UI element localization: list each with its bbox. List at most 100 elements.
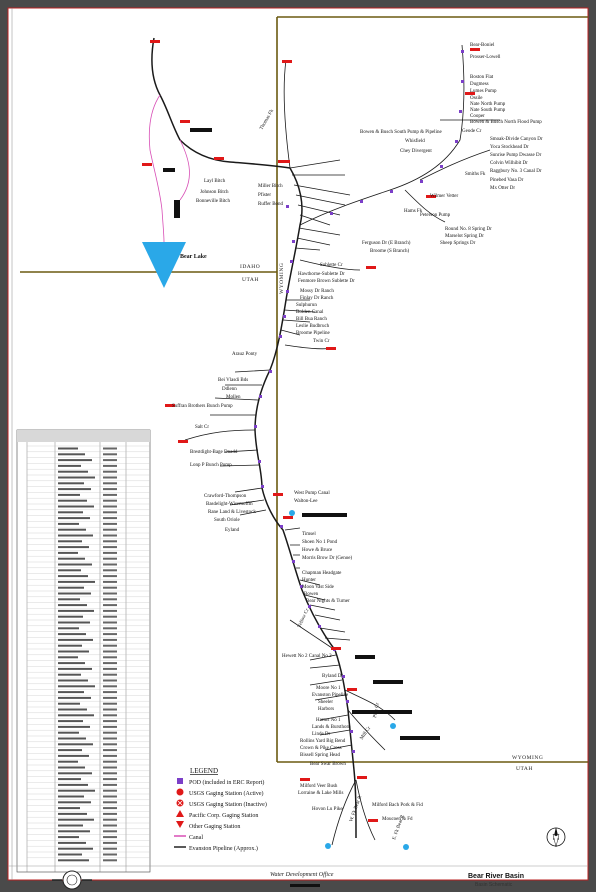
table-cell bbox=[103, 696, 117, 699]
table-cell bbox=[58, 725, 90, 728]
label-lands: Lands & Bursthorn bbox=[312, 725, 351, 730]
table-cell bbox=[103, 662, 117, 665]
table-cell bbox=[103, 737, 117, 740]
table-cell bbox=[58, 569, 81, 572]
label-rollins: Rollins Yard Big Bend bbox=[300, 739, 346, 744]
label-suffran: Suffran Brothers Bunch Pump bbox=[172, 404, 233, 409]
table-cell bbox=[58, 528, 86, 531]
table-cell bbox=[58, 859, 89, 862]
label-hunter: Hunter bbox=[302, 578, 316, 583]
legend-item-label: Canal bbox=[189, 835, 203, 841]
table-cell bbox=[103, 615, 117, 618]
table-cell bbox=[103, 691, 117, 694]
table-cell bbox=[103, 522, 117, 525]
label-morris-brow: Morris Brow Dr (Genoe) bbox=[302, 556, 352, 561]
table-cell bbox=[58, 563, 92, 566]
label-brestdight: Brestdight-Bage Dnadd bbox=[190, 450, 238, 455]
label-sulphurun: Sulphurun bbox=[296, 303, 317, 308]
table-cell bbox=[103, 702, 117, 705]
label-basdelight: Basdelight-Wisemoffin bbox=[206, 502, 253, 507]
table-cell bbox=[103, 609, 117, 612]
table-cell bbox=[58, 650, 89, 653]
stream-label-twin-cr: Twin Cr bbox=[313, 339, 330, 344]
label-hovon: Hovon Lu Pike bbox=[312, 807, 343, 812]
label-bear-swar: Bear Swar Brown bbox=[310, 762, 346, 767]
label-bear-nights: Bear Nights & Turner bbox=[306, 599, 350, 604]
table-cell bbox=[103, 534, 117, 537]
table-cell bbox=[103, 656, 117, 659]
label-cooper: Cooper bbox=[470, 114, 485, 119]
label-sheep-springs: Sheep Springs Dr bbox=[440, 241, 476, 246]
table-cell bbox=[103, 725, 117, 728]
label-south-oriole: South Oriole bbox=[214, 518, 240, 523]
label-crawford: Crawford-Thompson bbox=[204, 494, 247, 499]
table-cell bbox=[58, 696, 91, 699]
table-cell bbox=[103, 795, 117, 798]
table-cell bbox=[103, 772, 117, 775]
table-cell bbox=[103, 778, 117, 781]
label-finlay: Finlay Dr Ranch bbox=[300, 296, 334, 301]
pine-creek-stream bbox=[344, 689, 396, 721]
table-cell bbox=[58, 546, 89, 549]
table-cell bbox=[103, 540, 117, 543]
table-cell bbox=[58, 778, 81, 781]
label-leslie: Leslie Budbruch bbox=[296, 324, 330, 329]
legend: LEGEND POD (included in ERC Report)USGS … bbox=[174, 767, 267, 852]
table-cell bbox=[58, 633, 86, 636]
table-cell bbox=[58, 836, 79, 839]
label-hawthorne: Hawthorne-Sublette Dr bbox=[298, 272, 345, 277]
state-label-utah-south: UTAH bbox=[516, 766, 533, 772]
table-cell bbox=[58, 749, 82, 752]
table-cell bbox=[103, 644, 117, 647]
diversion-network bbox=[210, 159, 353, 751]
table-cell bbox=[103, 789, 117, 792]
label-bolden: Bolden Canal bbox=[296, 310, 324, 315]
table-cell bbox=[58, 522, 79, 525]
label-harbors: Harbors bbox=[318, 707, 334, 712]
table-cell bbox=[103, 824, 117, 827]
table-cell bbox=[58, 772, 92, 775]
salt-creek-stream bbox=[184, 429, 256, 441]
table-cell bbox=[103, 598, 117, 601]
north-arrow-icon bbox=[546, 827, 566, 848]
legend-symbol-circle-icon bbox=[176, 788, 184, 796]
table-cell bbox=[103, 760, 117, 763]
table-cell bbox=[58, 592, 91, 595]
reservoir-marker-3 bbox=[325, 843, 331, 849]
legend-x-mark-icon bbox=[177, 800, 183, 806]
label-bowen-busch-north: Bowen & Busch North Flood Pump bbox=[470, 120, 542, 125]
scale-bar bbox=[290, 884, 320, 887]
table-cell bbox=[58, 679, 88, 682]
label-bissell: Bissell Spring Head bbox=[300, 753, 340, 758]
label-round-spring: Round No. 8 Spring Dr bbox=[445, 227, 492, 232]
legend-item-label: Other Gaging Station bbox=[189, 824, 240, 830]
table-cell bbox=[103, 493, 117, 496]
table-cell bbox=[58, 575, 88, 578]
table-cell bbox=[103, 667, 117, 670]
table-cell bbox=[103, 679, 117, 682]
label-marselot: Marselot Spring Dr bbox=[445, 234, 484, 239]
label-ferguson: Ferguson Dr (E Branch) bbox=[362, 241, 411, 246]
legend-item-label: Pacific Corp. Gaging Station bbox=[189, 812, 258, 819]
label-nate-north: Nate North Pump bbox=[470, 102, 506, 107]
bear-lake-label: Bear Lake bbox=[180, 254, 207, 260]
label-shoen: Shoen No 1 Pond bbox=[302, 540, 338, 545]
label-arauz-ponty: Arauz Ponty bbox=[232, 352, 258, 357]
table-cell bbox=[58, 557, 85, 560]
table-cell bbox=[58, 731, 79, 734]
label-bowen-busch-south: Bowen & Busch South Pump & Pipeline bbox=[360, 130, 442, 135]
reservoir-marker-2 bbox=[390, 723, 396, 729]
table-cell bbox=[58, 482, 84, 485]
table-cell bbox=[103, 766, 117, 769]
label-rane-land: Rane Land & Livestock bbox=[208, 510, 256, 515]
table-cell bbox=[58, 702, 80, 705]
state-label-wyoming-south: WYOMING bbox=[512, 755, 543, 761]
table-cell bbox=[103, 528, 117, 531]
label-mossy: Mossy Dr Ranch bbox=[300, 289, 334, 294]
label-bill-bua: Bill Bua Ranch bbox=[296, 317, 327, 322]
table-cell bbox=[103, 580, 117, 583]
rainbow-canal bbox=[148, 94, 165, 243]
label-moon-vast: Moon Vast Side bbox=[302, 585, 335, 590]
table-cell bbox=[58, 754, 89, 757]
